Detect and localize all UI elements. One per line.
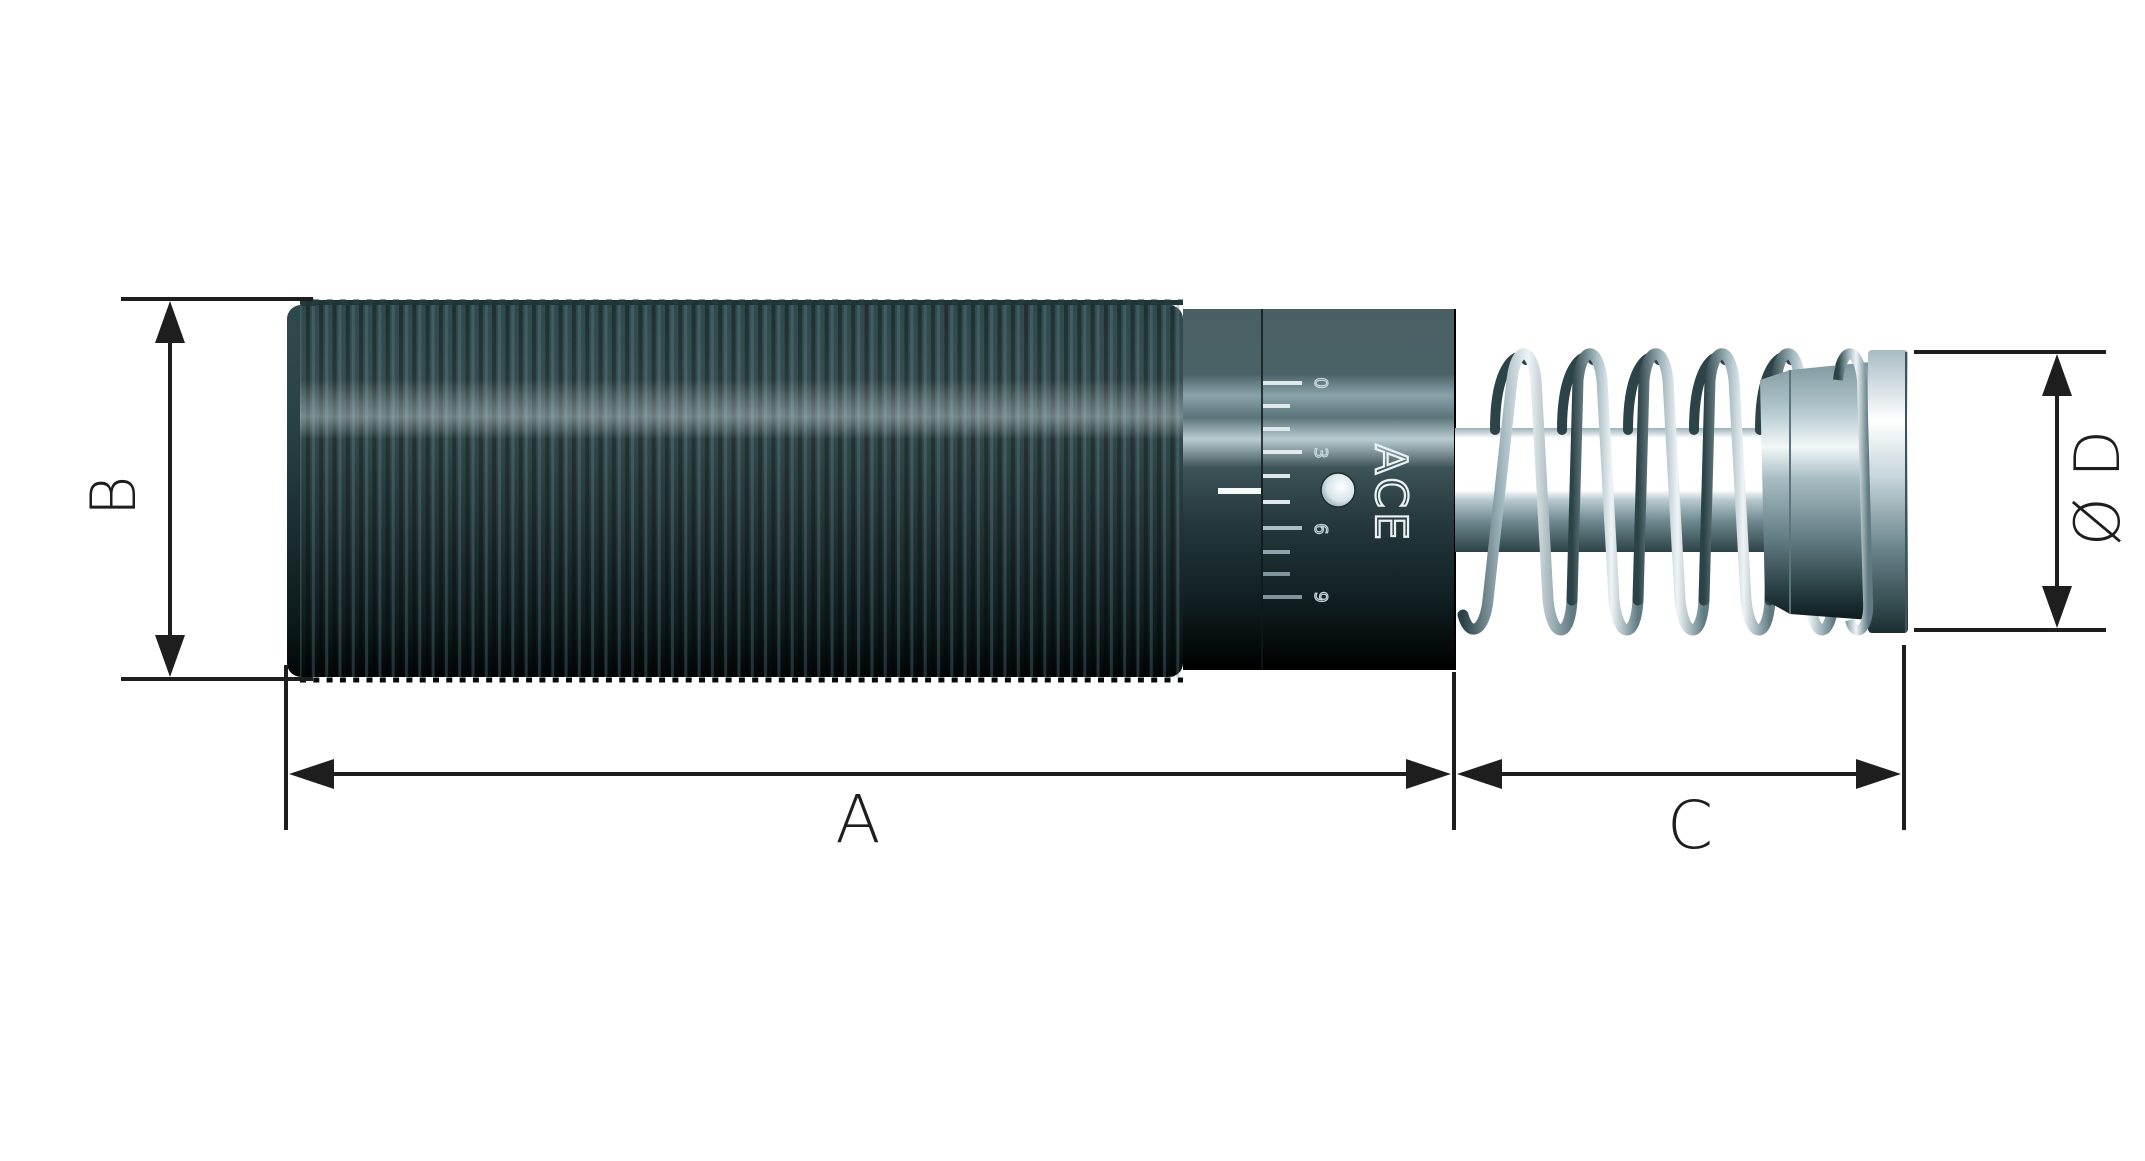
dimension-a-label: A <box>835 781 880 858</box>
adjustment-collar: 0 3 6 9 ACE <box>1183 309 1456 670</box>
scale-label-9: 9 <box>1310 591 1331 602</box>
threaded-body <box>287 298 1183 683</box>
dimension-c: C <box>1457 645 1906 864</box>
adjustment-dot-icon <box>1320 472 1356 508</box>
stop-cap <box>1760 348 1908 636</box>
index-mark <box>1218 488 1261 494</box>
scale-label-0: 0 <box>1310 377 1331 388</box>
dimension-d-label: Ø D <box>2061 430 2134 546</box>
scale-label-6: 6 <box>1310 523 1331 534</box>
dimension-c-label: C <box>1667 787 1713 864</box>
scale-labels: 0 3 6 9 <box>1309 377 1331 604</box>
adjustment-scale <box>1263 381 1302 599</box>
dimension-d: Ø D <box>1914 350 2134 632</box>
dimension-b: B <box>77 297 313 681</box>
dimension-b-label: B <box>77 476 150 517</box>
brand-mark: ACE <box>1365 444 1416 544</box>
dimension-a: A <box>284 665 1456 858</box>
scale-label-3: 3 <box>1310 447 1331 458</box>
